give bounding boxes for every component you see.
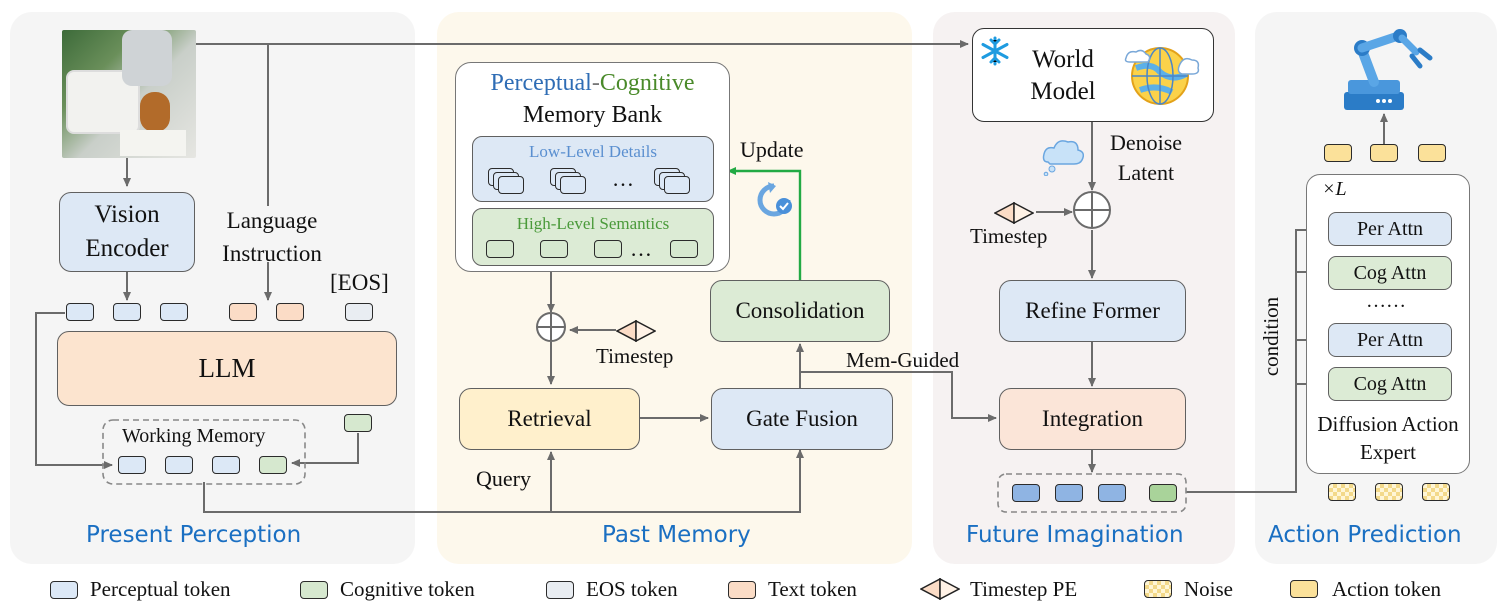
action-token bbox=[1324, 144, 1352, 162]
consolidation-box: Consolidation bbox=[710, 280, 890, 342]
world-model-label: World Model bbox=[1030, 46, 1096, 105]
vision-encoder-box: Vision Encoder bbox=[59, 192, 195, 272]
mem-guided-label: Mem-Guided bbox=[846, 348, 960, 372]
low-level-ellipsis: … bbox=[612, 166, 634, 191]
cog-attn-box: Cog Attn bbox=[1328, 256, 1452, 290]
cog-attn-box: Cog Attn bbox=[1328, 367, 1452, 401]
working-memory-token bbox=[212, 456, 240, 474]
present-perception-title: Present Perception bbox=[86, 522, 302, 548]
layer-dots: …… bbox=[1366, 290, 1406, 312]
per-attn-box: Per Attn bbox=[1328, 323, 1452, 357]
latent-token bbox=[1098, 484, 1126, 502]
high-level-token bbox=[540, 240, 568, 258]
legend-text-swatch bbox=[728, 581, 756, 599]
cloud-icon bbox=[1040, 136, 1086, 177]
legend-perceptual-swatch bbox=[50, 581, 78, 599]
cognitive-token bbox=[344, 414, 372, 432]
robot-arm-icon bbox=[1340, 20, 1436, 114]
text-token bbox=[229, 303, 257, 321]
diffusion-action-expert-label: Diffusion Action Expert bbox=[1317, 412, 1459, 464]
snowflake-icon bbox=[980, 36, 1010, 66]
latent-token bbox=[1149, 484, 1177, 502]
query-label: Query bbox=[476, 466, 531, 491]
integration-box: Integration bbox=[999, 388, 1186, 450]
high-level-ellipsis: … bbox=[630, 236, 652, 261]
legend-text-label: Text token bbox=[768, 577, 857, 601]
future-timestep-label: Timestep bbox=[970, 224, 1048, 248]
llm-box: LLM bbox=[57, 331, 397, 406]
globe-icon bbox=[1122, 38, 1202, 112]
retrieval-box: Retrieval bbox=[459, 388, 640, 450]
eos-label: [EOS] bbox=[330, 270, 389, 295]
legend-noise-swatch bbox=[1144, 580, 1172, 598]
legend-eos-label: EOS token bbox=[586, 577, 678, 601]
working-memory-token bbox=[165, 456, 193, 474]
noise-token bbox=[1328, 483, 1356, 501]
refresh-icon bbox=[754, 180, 798, 220]
legend-timestep-pe-label: Timestep PE bbox=[970, 577, 1078, 601]
legend-cognitive-label: Cognitive token bbox=[340, 577, 475, 601]
future-imagination-title: Future Imagination bbox=[966, 522, 1184, 548]
action-token bbox=[1418, 144, 1446, 162]
latent-token bbox=[1012, 484, 1040, 502]
eos-token bbox=[345, 303, 373, 321]
past-timestep-label: Timestep bbox=[596, 344, 674, 368]
low-level-token-stack bbox=[654, 168, 694, 198]
refine-former-box: Refine Former bbox=[999, 280, 1186, 342]
language-instruction-label: Language Instruction bbox=[222, 208, 322, 266]
legend-timestep-pe-icon bbox=[919, 577, 961, 601]
past-memory-title: Past Memory bbox=[602, 522, 751, 548]
low-level-token-stack bbox=[488, 168, 528, 198]
low-level-details-label: Low-Level Details bbox=[529, 142, 657, 161]
high-level-token bbox=[670, 240, 698, 258]
denoise-latent-label: Denoise Latent bbox=[1109, 130, 1183, 185]
legend-noise-label: Noise bbox=[1184, 577, 1233, 601]
working-memory-token bbox=[118, 456, 146, 474]
legend-action-label: Action token bbox=[1332, 577, 1442, 601]
high-level-token bbox=[486, 240, 514, 258]
condition-label: condition bbox=[1259, 296, 1284, 377]
memory-bank-subtitle: Memory Bank bbox=[522, 102, 663, 128]
legend-cognitive-swatch bbox=[300, 581, 328, 599]
high-level-semantics-label: High-Level Semantics bbox=[516, 214, 670, 233]
perceptual-token bbox=[66, 303, 94, 321]
legend-eos-swatch bbox=[546, 581, 574, 599]
noise-token bbox=[1375, 483, 1403, 501]
update-label: Update bbox=[740, 137, 804, 162]
robot-scene-image bbox=[62, 30, 196, 158]
gate-fusion-box: Gate Fusion bbox=[711, 388, 893, 450]
memory-bank-title: Perceptual-Cognitive bbox=[490, 70, 695, 96]
perceptual-token bbox=[160, 303, 188, 321]
noise-token bbox=[1422, 483, 1450, 501]
working-memory-label: Working Memory bbox=[122, 425, 266, 447]
working-memory-token bbox=[259, 456, 287, 474]
perceptual-token bbox=[113, 303, 141, 321]
text-token bbox=[276, 303, 304, 321]
repeat-label: ×L bbox=[1322, 178, 1347, 200]
high-level-token bbox=[594, 240, 622, 258]
legend-action-swatch bbox=[1290, 580, 1318, 598]
timestep-pe-icon bbox=[993, 201, 1035, 225]
per-attn-box: Per Attn bbox=[1328, 212, 1452, 246]
legend-perceptual-label: Perceptual token bbox=[90, 577, 231, 601]
low-level-token-stack bbox=[550, 168, 590, 198]
latent-token bbox=[1055, 484, 1083, 502]
action-prediction-title: Action Prediction bbox=[1268, 522, 1462, 548]
action-token bbox=[1370, 144, 1398, 162]
timestep-pe-icon bbox=[615, 319, 657, 343]
